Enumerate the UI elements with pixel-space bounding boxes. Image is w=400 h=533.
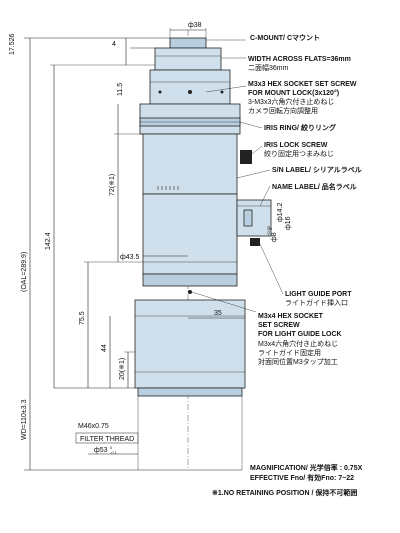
- width-flats-jp-label: 二面幅36mm: [248, 63, 289, 72]
- hex-screw-label-2: FOR MOUNT LOCK(3x120°): [248, 89, 339, 97]
- hex-screw-jp-2: カメラ回転方向調整用: [248, 106, 318, 115]
- filter-thread-label: FILTER THREAD: [80, 436, 134, 443]
- front-body: [134, 299, 246, 389]
- c-mount: [169, 37, 207, 49]
- lg-screw-label-2: SET SCREW: [258, 322, 300, 329]
- upper-body: [142, 133, 238, 195]
- scale-ticks: [157, 186, 179, 190]
- d8-tol0: 0: [268, 227, 273, 230]
- iris-lock-jp-label: 絞り固定用つまみねじ: [264, 149, 334, 158]
- d11-label: 11.5: [117, 83, 124, 96]
- light-port-jp-label: ライトガイド挿入口: [285, 298, 348, 307]
- d43-label: ф43.5: [120, 254, 139, 261]
- set-screw-icon: [158, 90, 162, 94]
- d4-label: 4: [112, 41, 116, 48]
- c-mount-label: C-MOUNT/ Cマウント: [250, 33, 320, 42]
- d53-label: ф53: [94, 447, 108, 454]
- oal-label: (OAL=289.9): [21, 252, 28, 292]
- middle-body: [142, 193, 238, 275]
- mount-flats: [154, 47, 222, 71]
- leader-lines: [191, 39, 284, 313]
- iris-lock-label: IRIS LOCK SCREW: [264, 142, 328, 149]
- width-flats-label: WIDTH ACROSS FLATS=36mm: [248, 56, 351, 63]
- hex-screw-label-1: M3x3 HEX SOCKET SET SCREW: [248, 81, 357, 88]
- lg-screw-jp-3: 対面同位置M3タップ加工: [258, 357, 338, 366]
- adjust-ring: [149, 69, 231, 105]
- d75-label: 75.5: [79, 311, 86, 325]
- set-screw-icon: [220, 90, 224, 94]
- d16-label: ф16: [285, 216, 292, 230]
- light-port-label: LIGHT GUIDE PORT: [285, 291, 352, 298]
- d35-label: 35: [214, 310, 222, 317]
- d44-label: 44: [101, 344, 108, 352]
- d53-tol0: 0: [110, 445, 113, 450]
- iris-ring-label: IRIS RING/ 絞りリング: [264, 123, 336, 132]
- light-guide-socket: [243, 209, 253, 227]
- effective-fno-text: EFFECTIVE Fno/ 有効Fno: 7~22: [250, 473, 354, 482]
- lg-screw-jp-1: M3x4六角穴付き止めねじ: [258, 339, 338, 348]
- hex-screw-jp-1: 3-M3x3六角穴付き止めねじ: [248, 97, 334, 106]
- d14-label: ф14.2: [277, 203, 284, 222]
- lg-screw-label-3: FOR LIGHT GUIDE LOCK: [258, 331, 342, 338]
- d72-label: 72(※1): [109, 174, 116, 196]
- retaining-note: ※1.NO RETAINING POSITION / 保持不可範囲: [212, 488, 357, 497]
- lg-screw-jp-2: ライトガイド固定用: [258, 348, 321, 357]
- lg-lock-screw-icon: [188, 290, 192, 294]
- set-screw-icon: [188, 90, 192, 94]
- wd-label: WD=110±3.3: [21, 399, 28, 440]
- d8-label: ф8: [271, 232, 278, 242]
- filter-thread-box: [75, 432, 139, 444]
- name-label: NAME LABEL/ 品名ラベル: [272, 182, 357, 191]
- d8-tol: +0.05: [266, 225, 271, 236]
- lower-ring: [142, 273, 238, 287]
- light-guide-nut: [250, 238, 260, 246]
- d17-label: 17.526: [9, 33, 16, 55]
- d20-label: 20(※1): [119, 358, 126, 380]
- d38-label: ф38: [188, 22, 202, 29]
- iris-lock-screw: [240, 150, 252, 164]
- lg-screw-label-1: M3x4 HEX SOCKET: [258, 313, 324, 320]
- sn-label: S/N LABEL/ シリアルラベル: [272, 166, 362, 174]
- front-lens: [137, 387, 243, 397]
- d142-label: 142.4: [45, 232, 52, 250]
- d53-tol: -0.1: [110, 450, 118, 455]
- magnification-text: MAGNIFICATION/ 光学倍率 : 0.75X: [250, 463, 363, 472]
- filter-size: M46x0.75: [78, 423, 109, 430]
